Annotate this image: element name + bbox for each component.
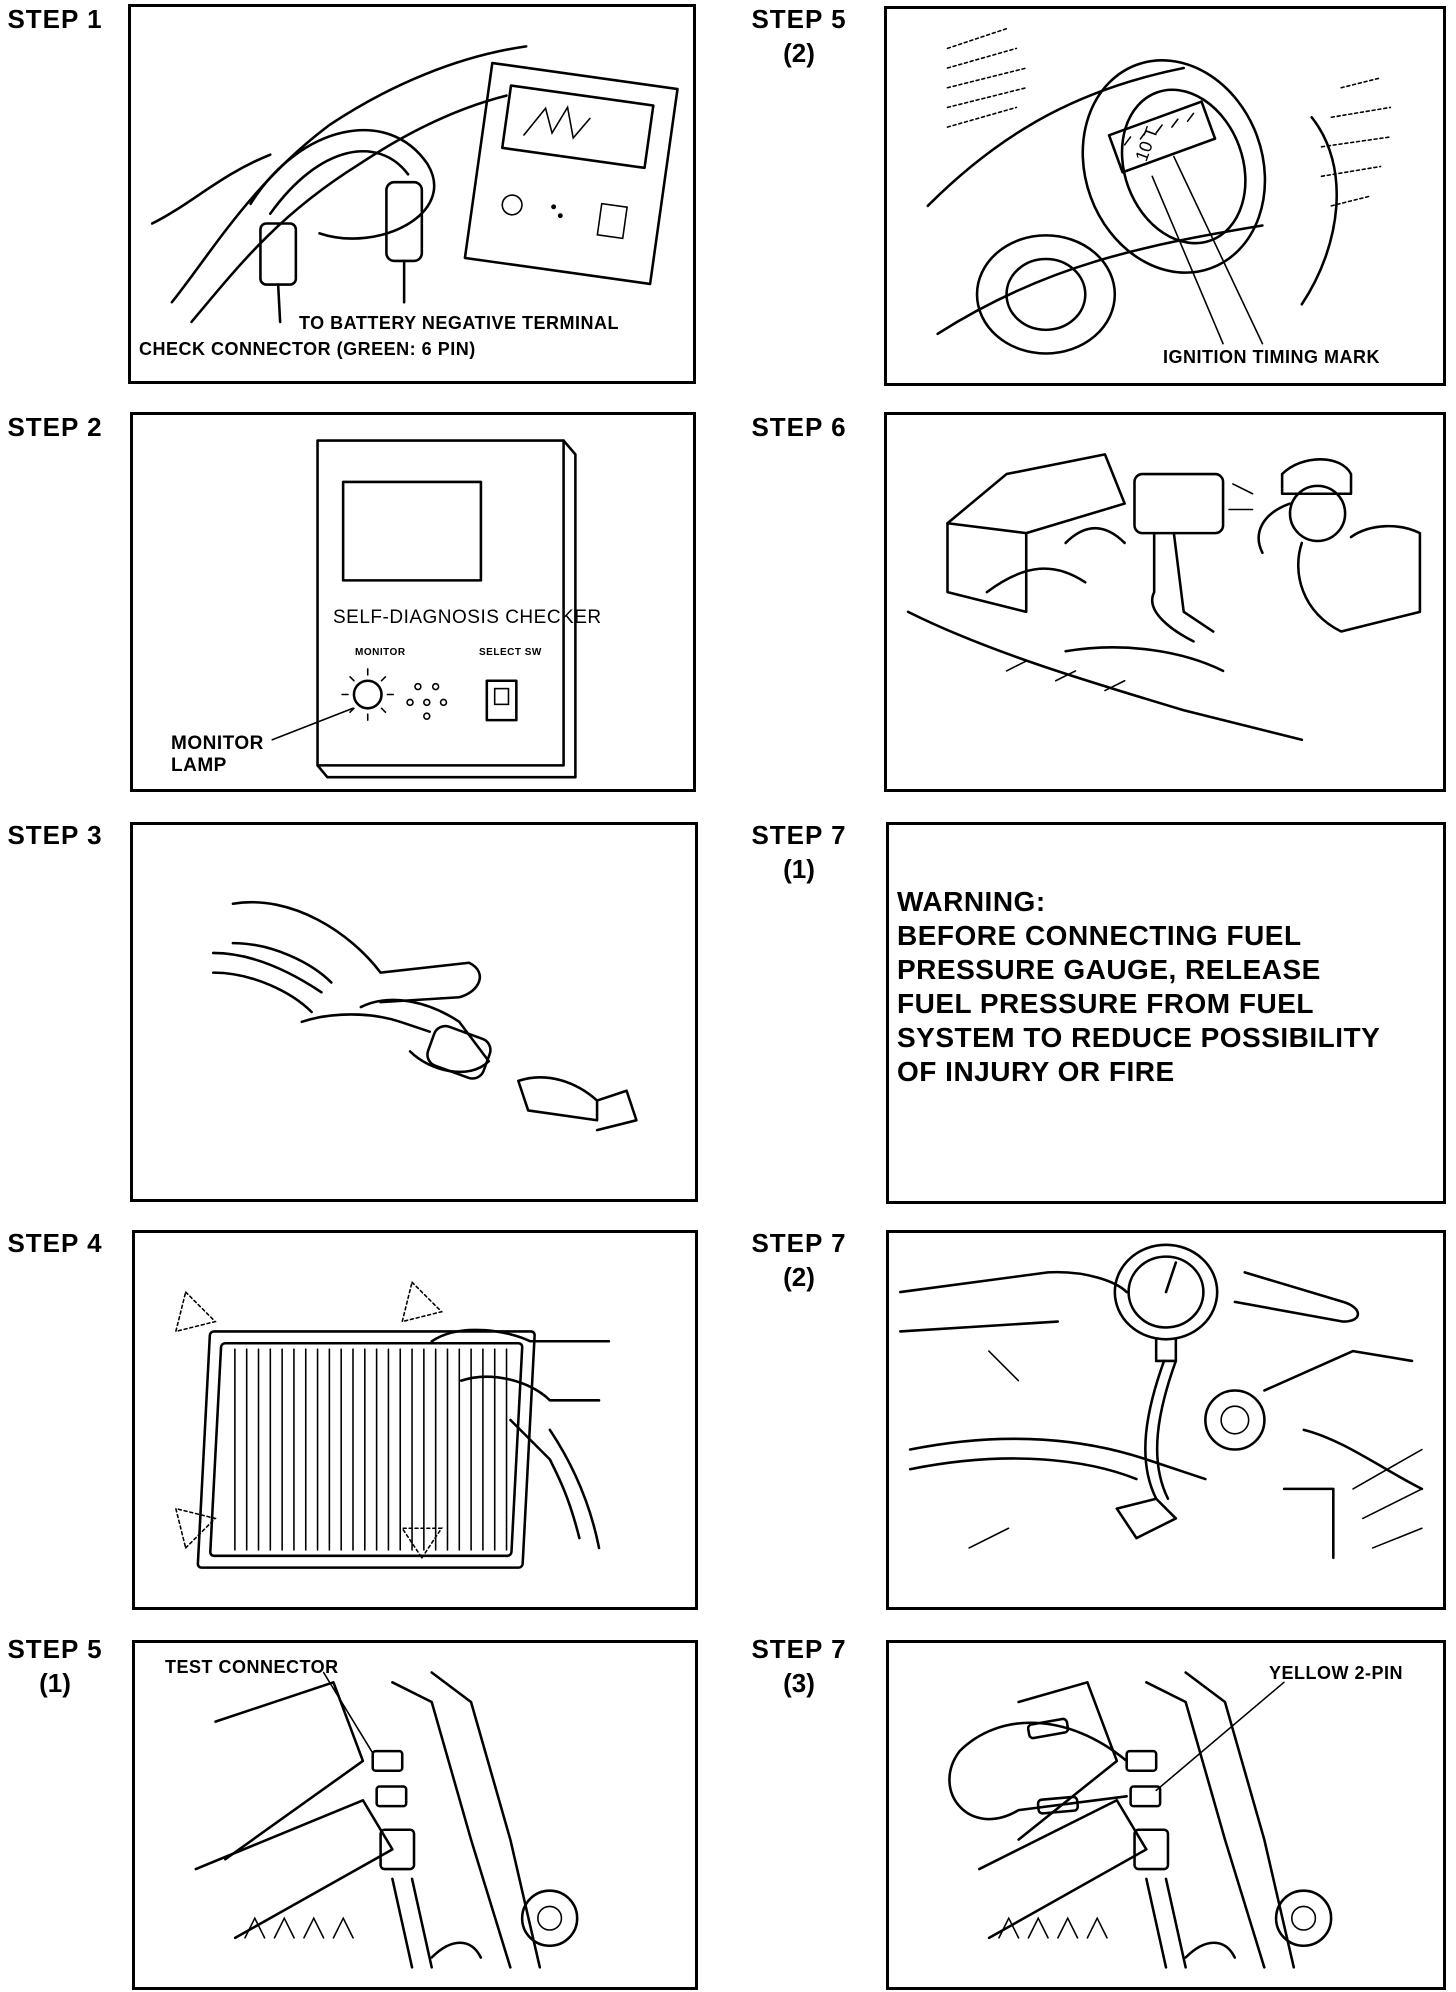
- step-sub-number: (2): [783, 1262, 815, 1292]
- step-7-1-warning-box: WARNING: BEFORE CONNECTING FUEL PRESSURE…: [886, 822, 1446, 1204]
- step-number: STEP 2: [7, 412, 103, 442]
- step-number: STEP 7: [751, 1228, 847, 1258]
- step-number: STEP 5: [7, 1634, 103, 1664]
- ignition-timing-drawing: 10 T: [926, 27, 1392, 355]
- step-number: STEP 6: [751, 412, 847, 442]
- warning-heading: WARNING:: [897, 886, 1046, 917]
- monitor-small-label: MONITOR: [355, 647, 406, 658]
- step-7-2-label: STEP 7 (2): [744, 1226, 854, 1294]
- test-connector-callout: TEST CONNECTOR: [165, 1657, 339, 1677]
- step-7-2-illustration: [886, 1230, 1446, 1610]
- step-3-illustration: [130, 822, 698, 1202]
- step-number: STEP 7: [751, 1634, 847, 1664]
- step-number: STEP 1: [7, 4, 103, 34]
- step-number: STEP 3: [7, 820, 103, 850]
- step-number: STEP 4: [7, 1228, 103, 1258]
- fuel-pressure-warning: WARNING: BEFORE CONNECTING FUEL PRESSURE…: [897, 885, 1380, 1089]
- svg-text:10 T: 10 T: [1131, 124, 1162, 164]
- step-3-label: STEP 3: [0, 818, 110, 852]
- device-title: SELF-DIAGNOSIS CHECKER: [333, 607, 602, 628]
- warning-line: FUEL PRESSURE FROM FUEL: [897, 988, 1315, 1019]
- monitor-lamp-callout-line1: MONITOR: [171, 733, 264, 754]
- step-sub-number: (1): [783, 854, 815, 884]
- air-filter-drawing: [174, 1280, 611, 1569]
- warning-line: OF INJURY OR FIRE: [897, 1056, 1175, 1087]
- step-1-label: STEP 1: [0, 2, 110, 36]
- warning-line: PRESSURE GAUGE, RELEASE: [897, 954, 1321, 985]
- step-number: STEP 5: [751, 4, 847, 34]
- step-5-2-label: STEP 5 (2): [744, 2, 854, 70]
- check-connector-callout: CHECK CONNECTOR (GREEN: 6 PIN): [139, 339, 476, 359]
- step-6-illustration: [884, 412, 1446, 792]
- step-sub-number: (3): [783, 1668, 815, 1698]
- step-5-1-label: STEP 5 (1): [0, 1632, 110, 1700]
- monitor-lamp-callout-line2: LAMP: [171, 755, 227, 776]
- step-number: STEP 7: [751, 820, 847, 850]
- step-7-1-label: STEP 7 (1): [744, 818, 854, 886]
- yellow-2-pin-callout: YELLOW 2-PIN: [1269, 1663, 1404, 1683]
- hose-disconnect-drawing: [211, 901, 638, 1132]
- step-2-label: STEP 2: [0, 410, 110, 444]
- step-4-illustration: [132, 1230, 698, 1610]
- step-5-1-illustration: TEST CONNECTOR: [132, 1640, 698, 1990]
- step-7-3-label: STEP 7 (3): [744, 1632, 854, 1700]
- select-small-label: SELECT SW: [479, 647, 542, 658]
- fuel-pressure-gauge-drawing: [898, 1243, 1424, 1560]
- battery-callout: TO BATTERY NEGATIVE TERMINAL: [299, 313, 620, 333]
- step-7-3-illustration: YELLOW 2-PIN: [886, 1640, 1446, 1990]
- yellow-connector-jumper-drawing: [948, 1671, 1333, 1969]
- ignition-timing-callout: IGNITION TIMING MARK: [1163, 347, 1380, 367]
- check-connector-drawing: [150, 45, 679, 324]
- step-5-2-illustration: 10 T IGNITION TIMING MARK: [884, 6, 1446, 386]
- step-sub-number: (1): [39, 1668, 71, 1698]
- self-diagnosis-checker-drawing: [271, 439, 577, 779]
- warning-line: BEFORE CONNECTING FUEL: [897, 920, 1302, 951]
- engine-listen-drawing: [906, 453, 1422, 742]
- warning-line: SYSTEM TO REDUCE POSSIBILITY: [897, 1022, 1381, 1053]
- step-1-illustration: TO BATTERY NEGATIVE TERMINAL CHECK CONNE…: [128, 4, 696, 384]
- step-sub-number: (2): [783, 38, 815, 68]
- step-4-label: STEP 4: [0, 1226, 110, 1260]
- test-connector-drawing: [194, 1671, 579, 1969]
- step-2-illustration: SELF-DIAGNOSIS CHECKER MONITOR SELECT SW…: [130, 412, 696, 792]
- step-6-label: STEP 6: [744, 410, 854, 444]
